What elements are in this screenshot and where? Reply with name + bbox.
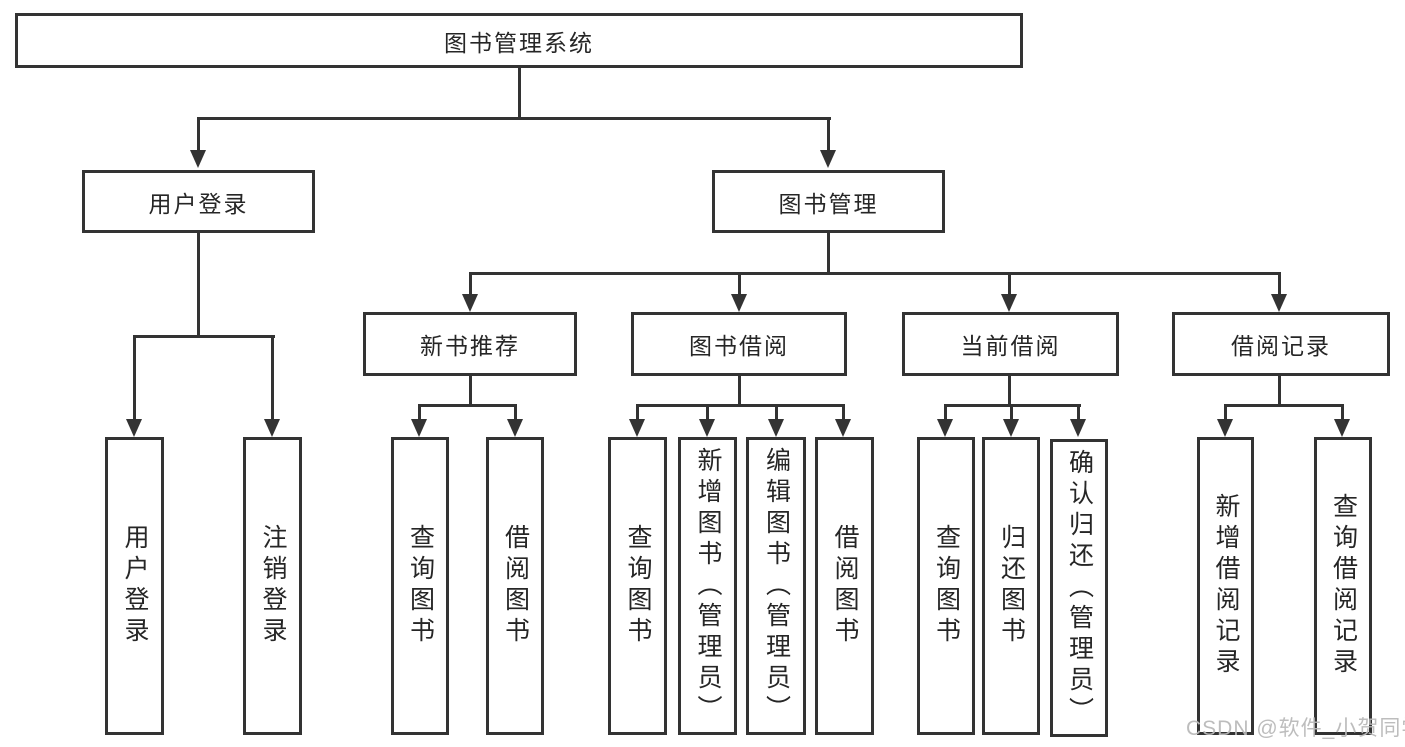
connector: [271, 335, 274, 421]
connector: [514, 404, 517, 421]
arrow-down-icon: [507, 419, 523, 437]
connector: [1008, 272, 1011, 296]
connector: [706, 404, 709, 421]
arrow-down-icon: [126, 419, 142, 437]
arrow-down-icon: [190, 150, 206, 168]
connector: [738, 376, 741, 407]
connector: [636, 404, 639, 421]
connector: [827, 233, 830, 274]
arrow-down-icon: [1001, 294, 1017, 312]
connector: [1010, 404, 1013, 421]
leaf-confirm-return-admin: 确认归还（管理员）: [1050, 439, 1108, 737]
arrow-down-icon: [768, 419, 784, 437]
arrow-down-icon: [1271, 294, 1287, 312]
leaf-borrow-books-recommend: 借阅图书: [486, 437, 544, 735]
arrow-down-icon: [937, 419, 953, 437]
connector: [133, 335, 275, 338]
leaf-add-book-admin: 新增图书（管理员）: [678, 437, 737, 735]
connector: [775, 404, 778, 421]
connector: [827, 117, 830, 153]
arrow-down-icon: [1217, 419, 1233, 437]
connector: [1077, 404, 1080, 421]
leaf-query-borrow-record: 查询借阅记录: [1314, 437, 1372, 735]
connector: [197, 233, 200, 337]
connector: [197, 117, 200, 153]
node-new-book-recommend: 新书推荐: [363, 312, 577, 376]
connector: [944, 404, 947, 421]
arrow-down-icon: [462, 294, 478, 312]
connector: [133, 335, 136, 421]
leaf-query-books-recommend: 查询图书: [391, 437, 449, 735]
connector: [197, 117, 831, 120]
leaf-borrow-books: 借阅图书: [815, 437, 874, 735]
connector: [469, 376, 472, 407]
leaf-edit-book-admin: 编辑图书（管理员）: [746, 437, 806, 735]
arrow-down-icon: [411, 419, 427, 437]
arrow-down-icon: [1334, 419, 1350, 437]
node-book-borrow: 图书借阅: [631, 312, 847, 376]
arrow-down-icon: [1003, 419, 1019, 437]
node-borrow-records: 借阅记录: [1172, 312, 1390, 376]
leaf-query-books-current: 查询图书: [917, 437, 975, 735]
connector: [1224, 404, 1344, 407]
arrow-down-icon: [731, 294, 747, 312]
leaf-user-login: 用户登录: [105, 437, 164, 735]
arrow-down-icon: [699, 419, 715, 437]
arrow-down-icon: [835, 419, 851, 437]
leaf-add-borrow-record: 新增借阅记录: [1197, 437, 1254, 735]
connector: [1224, 404, 1227, 421]
connector: [636, 404, 845, 407]
arrow-down-icon: [629, 419, 645, 437]
node-current-borrow: 当前借阅: [902, 312, 1119, 376]
arrow-down-icon: [1070, 419, 1086, 437]
connector: [1341, 404, 1344, 421]
csdn-watermark: CSDN @软件_小贺同学: [1186, 717, 1405, 740]
arrow-down-icon: [820, 150, 836, 168]
connector: [1278, 376, 1281, 407]
node-book-management: 图书管理: [712, 170, 945, 233]
connector: [469, 272, 1281, 275]
connector: [469, 272, 472, 296]
leaf-query-books-borrow: 查询图书: [608, 437, 667, 735]
node-user-login: 用户登录: [82, 170, 315, 233]
connector: [1008, 376, 1011, 407]
leaf-logout: 注销登录: [243, 437, 302, 735]
connector: [1278, 272, 1281, 296]
connector: [518, 68, 521, 120]
connector: [418, 404, 517, 407]
connector: [842, 404, 845, 421]
arrow-down-icon: [264, 419, 280, 437]
connector: [418, 404, 421, 421]
leaf-return-books: 归还图书: [982, 437, 1040, 735]
connector: [738, 272, 741, 296]
node-library-management-system: 图书管理系统: [15, 13, 1023, 68]
